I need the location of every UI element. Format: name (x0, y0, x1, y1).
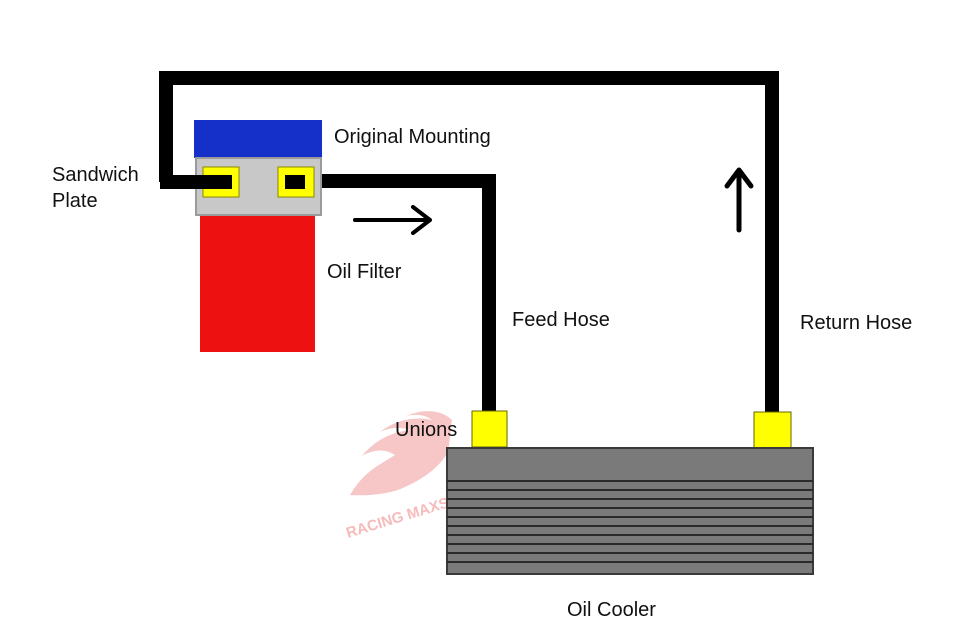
label-return-hose: Return Hose (800, 312, 912, 334)
label-oil-cooler: Oil Cooler (567, 599, 656, 621)
label-unions: Unions (395, 419, 457, 441)
up-arrow-icon (724, 167, 754, 233)
label-sandwich-plate-line1: Sandwich (52, 164, 139, 186)
union-feed (471, 410, 508, 448)
label-original-mounting: Original Mounting (334, 126, 491, 148)
label-feed-hose: Feed Hose (512, 309, 610, 331)
original-mounting (194, 120, 322, 158)
sandwich-plate (160, 157, 322, 216)
right-arrow-icon (353, 205, 432, 235)
union-return (753, 411, 792, 450)
label-sandwich-plate-line2: Plate (52, 190, 98, 212)
oil-cooler (446, 447, 814, 575)
label-oil-filter: Oil Filter (327, 261, 402, 283)
oil-filter (200, 216, 315, 352)
cooler-fins (447, 480, 813, 563)
feed-hose (296, 174, 496, 418)
watermark-flame-icon (350, 411, 452, 496)
